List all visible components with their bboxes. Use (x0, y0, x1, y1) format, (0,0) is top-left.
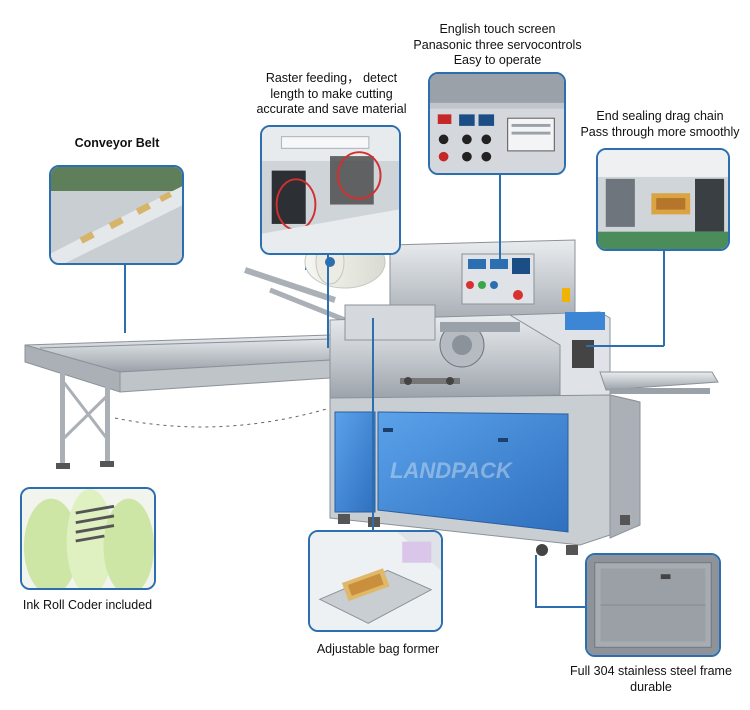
connector-touchscreen (499, 174, 501, 264)
frame-line-1: Full 304 stainless steel frame (570, 664, 732, 678)
connector-raster (327, 253, 329, 348)
touch-screen-photo (428, 72, 566, 175)
end-sealing-line-2: Pass through more smoothly (580, 124, 740, 139)
frame-line-2: durable (630, 679, 672, 694)
conveyor-belt-photo (49, 165, 184, 265)
machine-body (329, 239, 719, 409)
end-sealing-photo (596, 148, 730, 251)
start-button-icon (478, 281, 486, 289)
touch-screen-line-3: Easy to operate (453, 53, 542, 67)
end-sealing-line-1: End sealing drag chain (596, 109, 724, 123)
frame-label: Full 304 stainless steel frame durable (556, 664, 746, 695)
raster-line-1: Raster feeding， detect (265, 71, 398, 85)
raster-line-3: accurate and save material (256, 102, 407, 116)
stainless-frame-photo (585, 553, 721, 657)
raster-line-2: length to make cutting (270, 86, 393, 101)
ink-roll-photo (20, 487, 156, 590)
stop-button-icon (466, 281, 474, 289)
connector-bagformer (372, 318, 374, 530)
watermark-text: LANDPACK (390, 458, 514, 483)
connector-endseal-h (586, 345, 664, 347)
touch-screen-line-2: Panasonic three servocontrols (413, 37, 582, 52)
connector-endseal-v (663, 250, 665, 346)
raster-feeding-label: Raster feeding， detect length to make cu… (244, 71, 419, 118)
connector-frame-v (535, 555, 537, 607)
end-sealing-label: End sealing drag chain Pass through more… (572, 109, 748, 140)
bag-former-photo (308, 530, 443, 632)
raster-feeding-photo (260, 125, 401, 255)
touch-screen-line-1: English touch screen (439, 22, 556, 36)
conveyor-belt-label: Conveyor Belt (74, 136, 160, 150)
ink-roll-label: Ink Roll Coder included (22, 598, 153, 612)
touch-screen-label: English touch screen Panasonic three ser… (395, 22, 600, 69)
bag-former-label: Adjustable bag former (316, 642, 440, 656)
connector-frame-h (535, 606, 585, 608)
lower-cabinet: LANDPACK (329, 394, 641, 556)
emergency-stop-icon (513, 290, 523, 300)
connector-conveyor (124, 265, 126, 333)
